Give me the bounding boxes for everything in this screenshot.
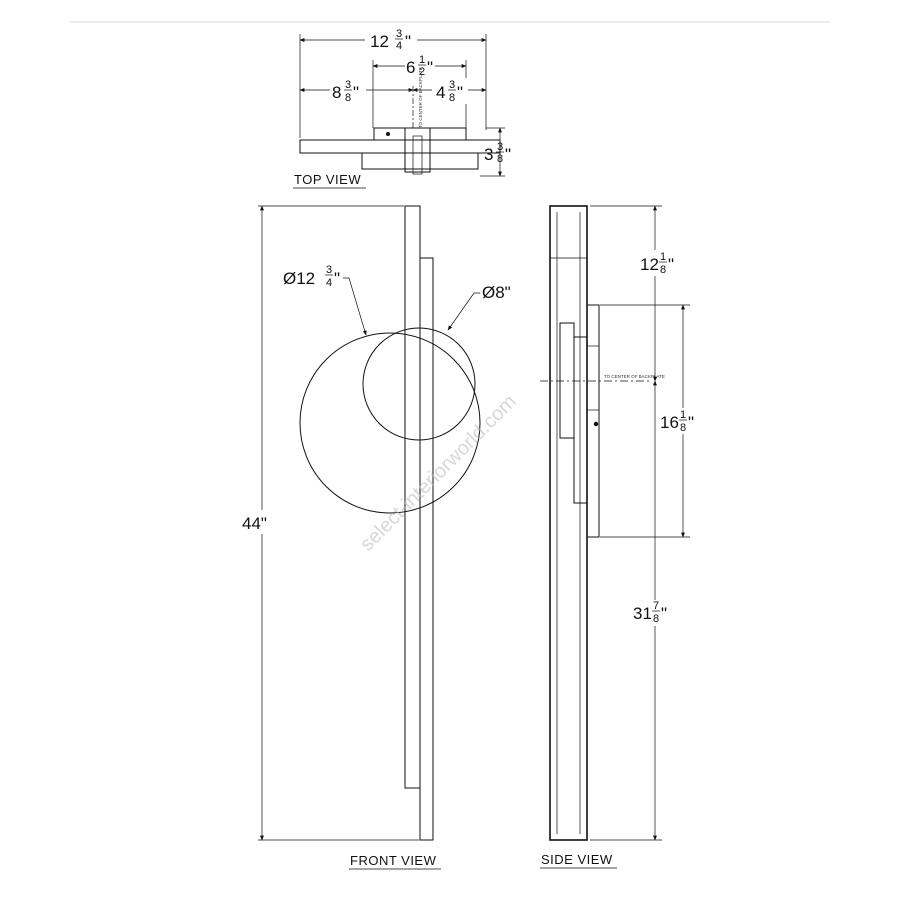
svg-text:8: 8 (345, 92, 351, 104)
front-small-disc-dimension: Ø8" (482, 283, 511, 302)
front-large-disc (299, 332, 481, 514)
svg-text:": " (334, 269, 340, 288)
svg-text:4: 4 (396, 40, 402, 52)
top-screw (386, 132, 390, 136)
svg-text:6: 6 (406, 58, 415, 77)
side-view: TO CENTER OF BACKPLATE 12 1 8 " 16 1 8 "… (540, 205, 700, 869)
svg-text:8: 8 (332, 83, 341, 102)
svg-text:3: 3 (497, 141, 503, 153)
svg-text:": " (457, 83, 463, 102)
top-mid-dimension: 6 1 2 " (406, 54, 433, 78)
top-view: 12 3 4 " 6 1 2 " 8 3 8 " 4 3 8 " 3 (293, 28, 511, 189)
svg-text:4: 4 (326, 277, 332, 289)
svg-text:8: 8 (680, 422, 686, 434)
top-center-note: TO CENTER OF BACKPLATE (418, 67, 423, 128)
svg-text:7: 7 (653, 600, 659, 612)
svg-text:3: 3 (396, 28, 402, 40)
top-overall-dimension: 12 3 4 " (370, 28, 411, 52)
svg-text:": " (505, 145, 511, 164)
svg-text:12: 12 (370, 32, 389, 51)
svg-text:": " (661, 604, 667, 623)
svg-text:3: 3 (484, 145, 493, 164)
side-small-disc (559, 322, 575, 439)
side-center-note: TO CENTER OF BACKPLATE (604, 374, 665, 379)
front-backplate (419, 257, 434, 841)
svg-text:3: 3 (449, 79, 455, 91)
svg-text:2: 2 (419, 66, 425, 78)
side-view-title: SIDE VIEW (541, 852, 613, 867)
svg-text:16: 16 (660, 413, 679, 432)
top-left-dimension: 8 3 8 " (332, 79, 359, 104)
top-small-disc (361, 152, 479, 170)
front-large-disc-dimension: Ø12 3 4 " (283, 264, 340, 289)
side-bottom-dimension: 31 7 8 " (633, 600, 667, 625)
svg-text:4: 4 (436, 83, 445, 102)
top-view-title: TOP VIEW (294, 172, 361, 187)
svg-text:": " (427, 58, 433, 77)
svg-text:": " (668, 255, 674, 274)
svg-text:Ø12: Ø12 (283, 269, 315, 288)
side-backplate (586, 304, 600, 538)
front-height-dimension: 44" (242, 514, 267, 533)
top-right-dimension: 4 3 8 " (436, 79, 463, 104)
svg-text:3: 3 (326, 264, 332, 276)
svg-text:3: 3 (345, 79, 351, 91)
side-bar (549, 205, 588, 841)
svg-text:": " (688, 413, 694, 432)
front-view: 44" Ø12 3 4 " Ø8" FRONT VIEW (240, 205, 511, 870)
svg-text:1: 1 (680, 409, 686, 421)
svg-text:": " (353, 83, 359, 102)
side-top-dimension: 12 1 8 " (640, 251, 674, 276)
svg-text:": " (405, 32, 411, 51)
svg-text:1: 1 (660, 251, 666, 263)
top-backplate (299, 139, 501, 154)
top-stem (404, 127, 431, 173)
side-screw (593, 421, 599, 427)
front-bar (404, 205, 421, 789)
svg-text:8: 8 (653, 613, 659, 625)
svg-text:8: 8 (449, 92, 455, 104)
side-mid-dimension: 16 1 8 " (660, 409, 694, 434)
front-view-title: FRONT VIEW (350, 853, 437, 868)
watermark: select-interiorworld.com (356, 391, 521, 556)
svg-text:31: 31 (633, 604, 652, 623)
top-stem-inner (412, 135, 423, 175)
front-small-disc (362, 327, 476, 441)
top-depth-dimension: 3 3 8 " (484, 141, 511, 165)
svg-text:1: 1 (419, 54, 425, 66)
side-large-disc (573, 336, 588, 504)
svg-text:12: 12 (640, 255, 659, 274)
svg-text:8: 8 (497, 153, 503, 165)
svg-text:8: 8 (660, 264, 666, 276)
